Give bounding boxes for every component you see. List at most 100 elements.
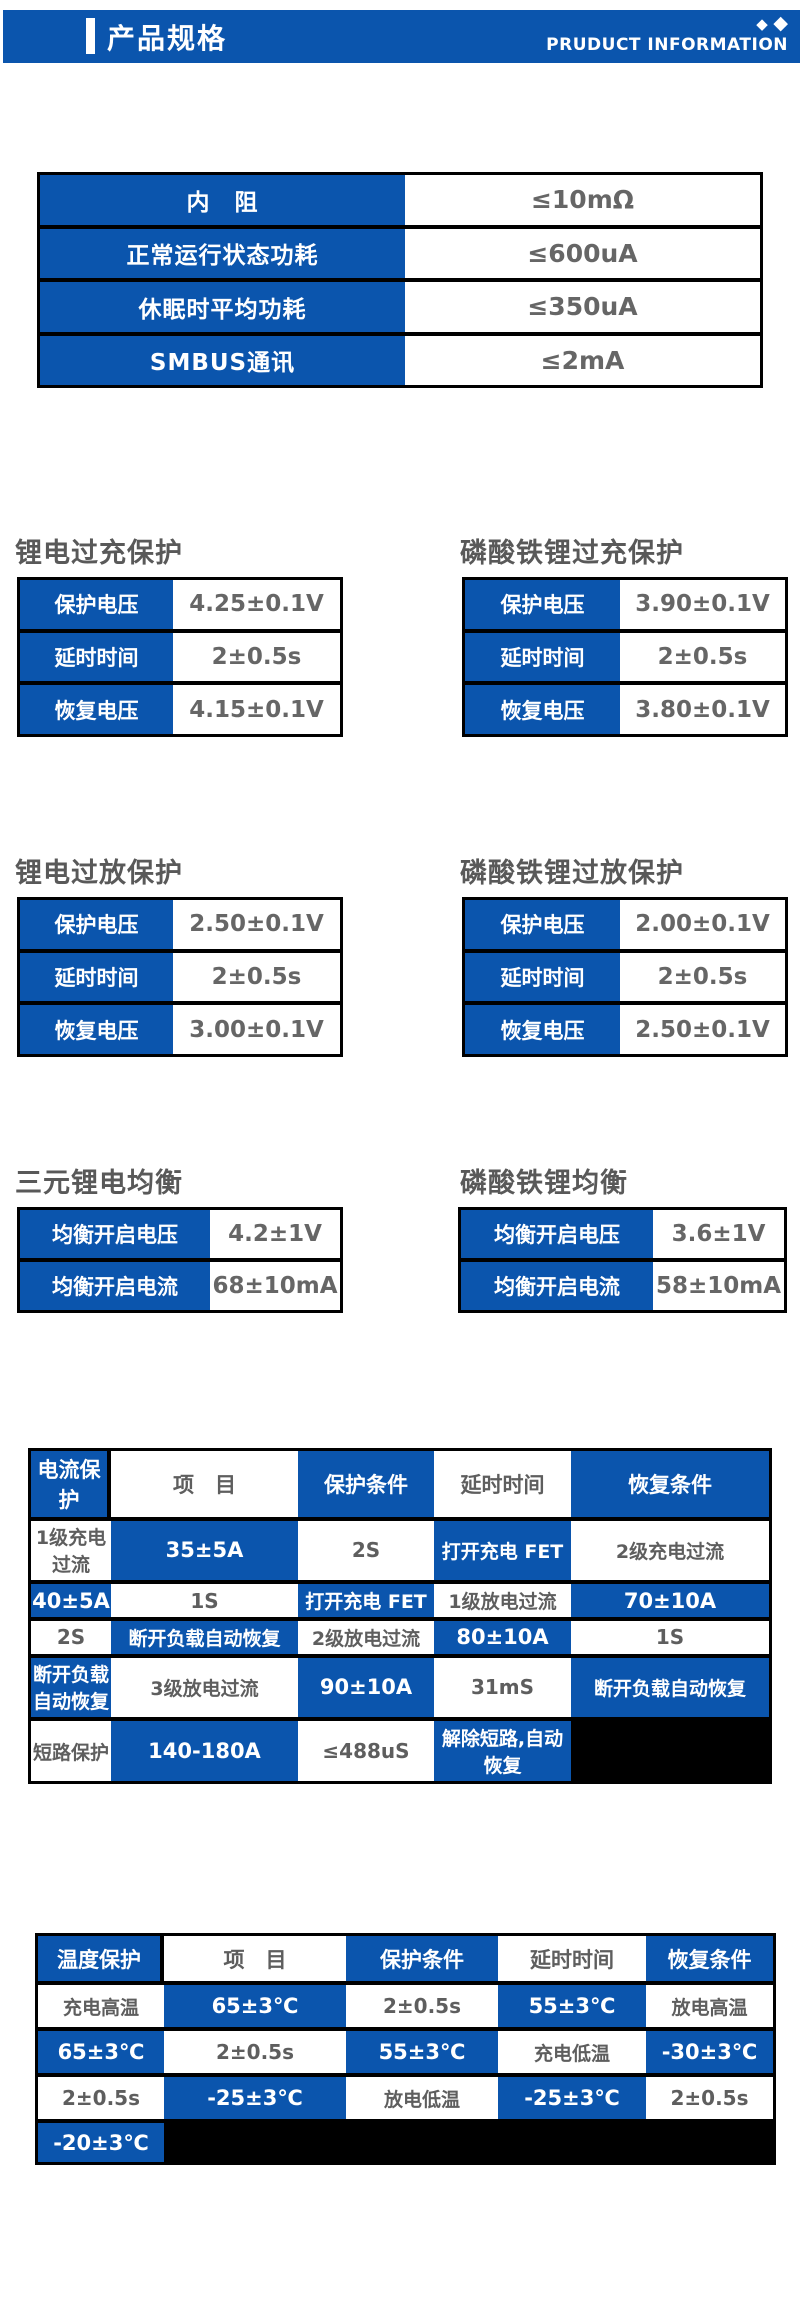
- cell-item: 2级放电过流: [298, 1620, 434, 1654]
- diamond-icon: ◆: [756, 15, 768, 33]
- row-label: 恢复电压: [465, 1005, 620, 1054]
- section-title: 锂电过放保护: [15, 858, 183, 889]
- column-header-delay: 延时时间: [434, 1451, 571, 1517]
- column-header-protect: 保护条件: [346, 1936, 498, 1981]
- cell-recover: 断开负载自动恢复: [111, 1620, 298, 1654]
- liion-overcharge-table: 保护电压 4.25±0.1V 延时时间 2±0.5s 恢复电压 4.15±0.1…: [17, 577, 343, 737]
- cell-delay: 1S: [571, 1620, 769, 1654]
- row-label: 延时时间: [465, 952, 620, 1002]
- cell-recover: 打开充电 FET: [298, 1584, 434, 1617]
- row-label: 延时时间: [465, 632, 620, 682]
- cell-delay: 2±0.5s: [646, 2077, 773, 2119]
- cell-delay: 1S: [111, 1584, 298, 1617]
- cell-delay: 2±0.5s: [346, 1985, 498, 2027]
- column-header-protect: 保护条件: [298, 1451, 434, 1517]
- row-value: 68±10mA: [210, 1262, 340, 1310]
- lifepo4-overcharge-table: 保护电压 3.90±0.1V 延时时间 2±0.5s 恢复电压 3.80±0.1…: [462, 577, 788, 737]
- cell-protect: 70±10A: [571, 1584, 769, 1617]
- general-spec-table: 内 阻 ≤10mΩ 正常运行状态功耗 ≤600uA 休眠时平均功耗 ≤350uA…: [37, 172, 763, 388]
- cell-protect: -25±3℃: [498, 2077, 646, 2119]
- cell-item: 1级放电过流: [434, 1584, 571, 1617]
- cell-protect: 80±10A: [434, 1620, 571, 1654]
- row-value: 2±0.5s: [620, 952, 785, 1002]
- section-liion-overcharge: 锂电过充保护 保护电压 4.25±0.1V 延时时间 2±0.5s 恢复电压 4…: [15, 538, 343, 737]
- cell-delay: 2S: [298, 1520, 434, 1581]
- header-right: ◆ ◆ PRUDUCT INFORMATION: [546, 12, 788, 55]
- spec-label: 休眠时平均功耗: [40, 282, 405, 332]
- section-title: 三元锂电均衡: [15, 1168, 183, 1199]
- row-label: 延时时间: [20, 952, 173, 1002]
- row-value: 4.25±0.1V: [173, 580, 340, 629]
- spec-label: SMBUS通讯: [40, 335, 405, 385]
- column-header-delay: 延时时间: [498, 1936, 646, 1981]
- spec-value: ≤600uA: [405, 228, 760, 278]
- section-title: 磷酸铁锂过放保护: [460, 858, 684, 889]
- row-value: 4.15±0.1V: [173, 685, 340, 734]
- cell-delay: 31mS: [434, 1657, 571, 1718]
- row-label: 保护电压: [20, 900, 173, 949]
- row-label: 恢复电压: [465, 685, 620, 734]
- row-label: 恢复电压: [20, 1005, 173, 1054]
- section-title: 锂电过充保护: [15, 538, 183, 569]
- cell-item: 3级放电过流: [111, 1657, 298, 1718]
- cell-protect: 40±5A: [31, 1584, 111, 1617]
- row-label: 延时时间: [20, 632, 173, 682]
- row-label: 均衡开启电压: [461, 1210, 653, 1258]
- cell-delay: 2±0.5s: [38, 2077, 164, 2119]
- row-value: 3.6±1V: [653, 1210, 784, 1258]
- cell-delay: 2S: [31, 1620, 111, 1654]
- header-subtitle: PRUDUCT INFORMATION: [546, 35, 788, 55]
- cell-recover: 55±3℃: [498, 1985, 646, 2027]
- section-lifepo4-balance: 磷酸铁锂均衡 均衡开启电压 3.6±1V 均衡开启电流 58±10mA: [458, 1168, 787, 1313]
- lifepo4-balance-table: 均衡开启电压 3.6±1V 均衡开启电流 58±10mA: [458, 1207, 787, 1313]
- spec-value: ≤2mA: [405, 335, 760, 385]
- row-label: 均衡开启电压: [20, 1210, 210, 1258]
- row-value: 4.2±1V: [210, 1210, 340, 1258]
- column-header-recover: 恢复条件: [646, 1936, 773, 1981]
- header-bar: 产品规格 ◆ ◆ PRUDUCT INFORMATION: [3, 10, 800, 63]
- row-value: 3.80±0.1V: [620, 685, 785, 734]
- row-label: 保护电压: [465, 580, 620, 629]
- cell-delay: 2±0.5s: [164, 2031, 346, 2073]
- spec-value: ≤10mΩ: [405, 175, 760, 225]
- row-label: 保护电压: [20, 580, 173, 629]
- row-value: 2±0.5s: [173, 632, 340, 682]
- cell-delay: ≤488uS: [298, 1721, 434, 1781]
- cell-protect: 35±5A: [111, 1520, 298, 1581]
- column-header-recover: 恢复条件: [571, 1451, 769, 1517]
- cell-item: 充电低温: [498, 2031, 646, 2073]
- section-liion-overdischarge: 锂电过放保护 保护电压 2.50±0.1V 延时时间 2±0.5s 恢复电压 3…: [15, 858, 343, 1057]
- row-value: 2±0.5s: [173, 952, 340, 1002]
- lifepo4-overdischarge-table: 保护电压 2.00±0.1V 延时时间 2±0.5s 恢复电压 2.50±0.1…: [462, 897, 788, 1057]
- row-label: 均衡开启电流: [20, 1262, 210, 1310]
- row-label: 均衡开启电流: [461, 1262, 653, 1310]
- diamond-icon: ◆: [773, 12, 788, 34]
- cell-item: 2级充电过流: [571, 1520, 769, 1581]
- section-ternary-balance: 三元锂电均衡 均衡开启电压 4.2±1V 均衡开启电流 68±10mA: [15, 1168, 343, 1313]
- row-value: 3.90±0.1V: [620, 580, 785, 629]
- cell-recover: 打开充电 FET: [434, 1520, 571, 1581]
- cell-protect: 140-180A: [111, 1721, 298, 1781]
- column-header-item: 项 目: [111, 1451, 298, 1517]
- title-accent-bar: [86, 18, 95, 54]
- current-protection-table: 电流保护 项 目 保护条件 延时时间 恢复条件 1级充电过流 35±5A 2S …: [28, 1448, 772, 1784]
- cell-recover: -20±3℃: [38, 2123, 164, 2162]
- diamonds-decoration: ◆ ◆: [546, 12, 788, 34]
- page-title: 产品规格: [107, 21, 228, 55]
- cell-protect: -30±3℃: [646, 2031, 773, 2073]
- spec-label: 正常运行状态功耗: [40, 228, 405, 278]
- cell-recover: 解除短路,自动恢复: [434, 1721, 571, 1781]
- row-value: 2.50±0.1V: [620, 1005, 785, 1054]
- cell-item: 放电高温: [646, 1985, 773, 2027]
- cell-recover: 55±3℃: [346, 2031, 498, 2073]
- column-header-item: 项 目: [164, 1936, 346, 1981]
- cell-item: 1级充电过流: [31, 1520, 111, 1581]
- row-value: 2±0.5s: [620, 632, 785, 682]
- group-label-temperature-protection: 温度保护: [38, 1936, 164, 1981]
- cell-recover: -25±3℃: [164, 2077, 346, 2119]
- group-label-current-protection: 电流保护: [31, 1451, 111, 1517]
- cell-protect: 90±10A: [298, 1657, 434, 1718]
- section-title: 磷酸铁锂均衡: [460, 1168, 628, 1199]
- row-value: 58±10mA: [653, 1262, 784, 1310]
